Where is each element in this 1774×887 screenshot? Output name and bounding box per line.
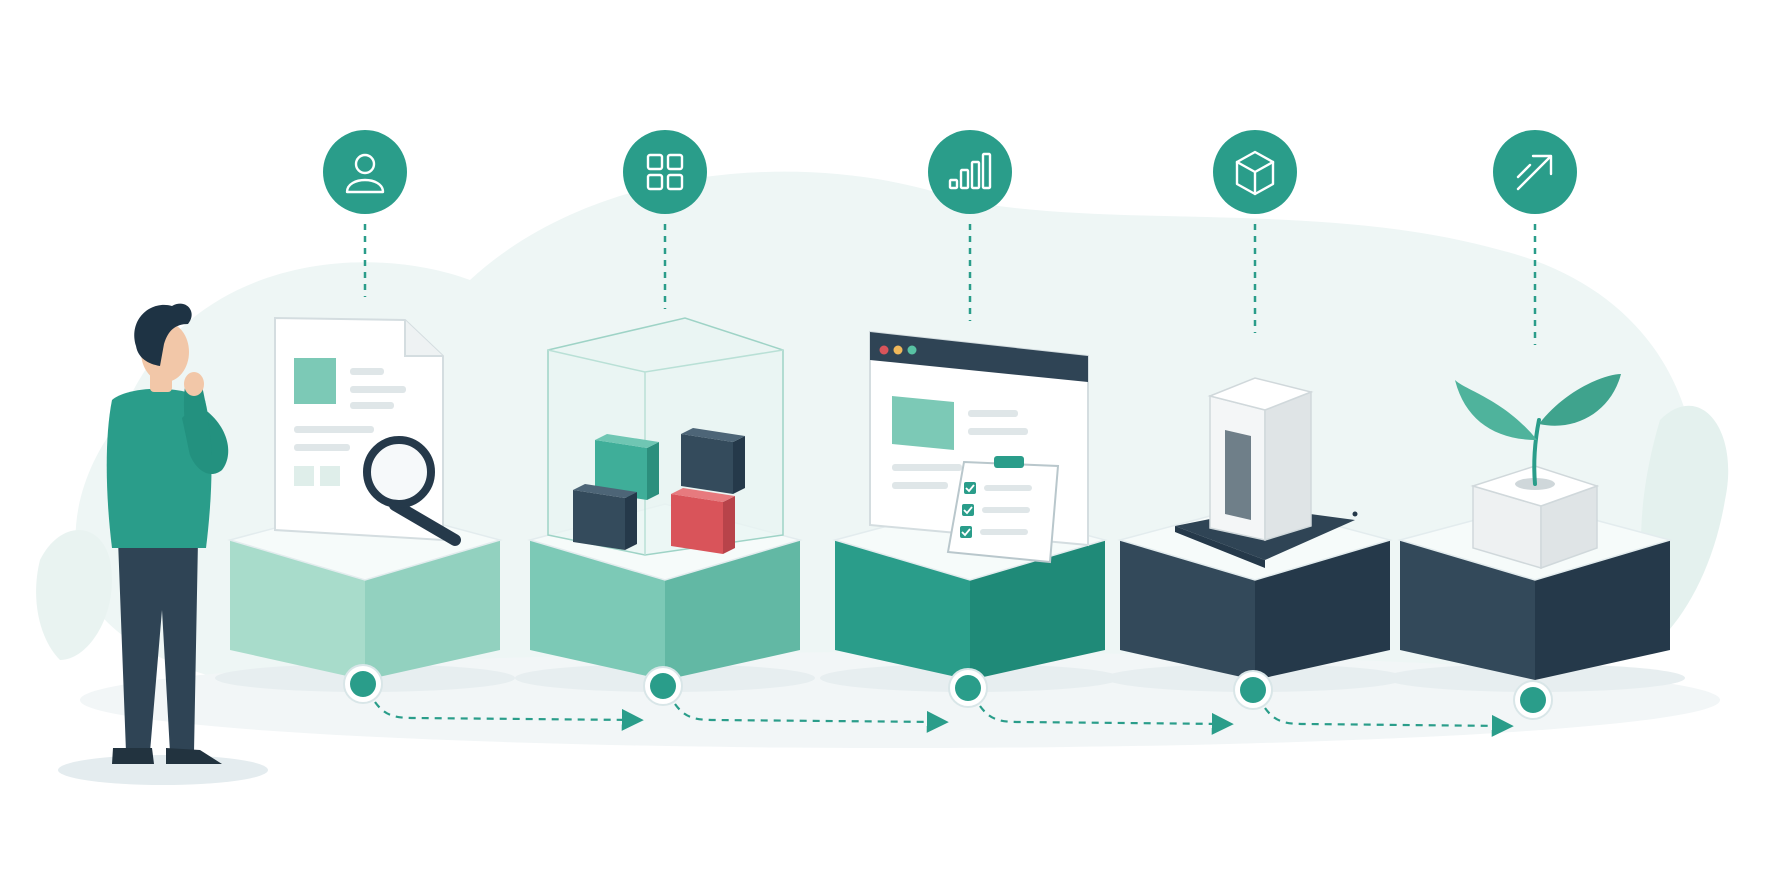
cube-icon (1213, 130, 1297, 214)
stage-node-dot-1 (343, 664, 383, 704)
flow-arrow-1 (374, 701, 644, 731)
teal-block (595, 434, 659, 500)
flow-arrow-4 (1264, 707, 1514, 737)
illustration-browser-checklist (869, 330, 1089, 564)
flow-arrow-3 (979, 705, 1234, 735)
illustration-product-box (1175, 377, 1358, 568)
grid-icon (623, 130, 707, 214)
stage-node-dot-2 (643, 666, 683, 706)
illustration-sprout-plant (1455, 374, 1621, 570)
red-block (671, 488, 735, 554)
stage-2 (515, 224, 815, 692)
stage-5 (1385, 224, 1685, 692)
thinking-person (58, 303, 268, 785)
arrow-up-right-icon (1493, 130, 1577, 214)
navy-block-front (573, 484, 637, 550)
stage-3 (820, 224, 1120, 692)
checklist-clipboard (946, 456, 1060, 564)
navy-block-back (681, 428, 745, 494)
stage-1 (215, 224, 515, 692)
illustration-glass-cube-blocks (547, 317, 784, 556)
stage-node-dot-5 (1513, 680, 1553, 720)
illustration-document-magnifier (274, 316, 461, 546)
icons-layer (323, 130, 1577, 214)
flow-arrow-2 (674, 703, 949, 733)
connectors-layer (343, 664, 1553, 737)
stage-node-dot-3 (948, 668, 988, 708)
stage-node-dot-4 (1233, 670, 1273, 710)
bar-chart-icon (928, 130, 1012, 214)
stages-layer (215, 224, 1685, 692)
user-icon (323, 130, 407, 214)
